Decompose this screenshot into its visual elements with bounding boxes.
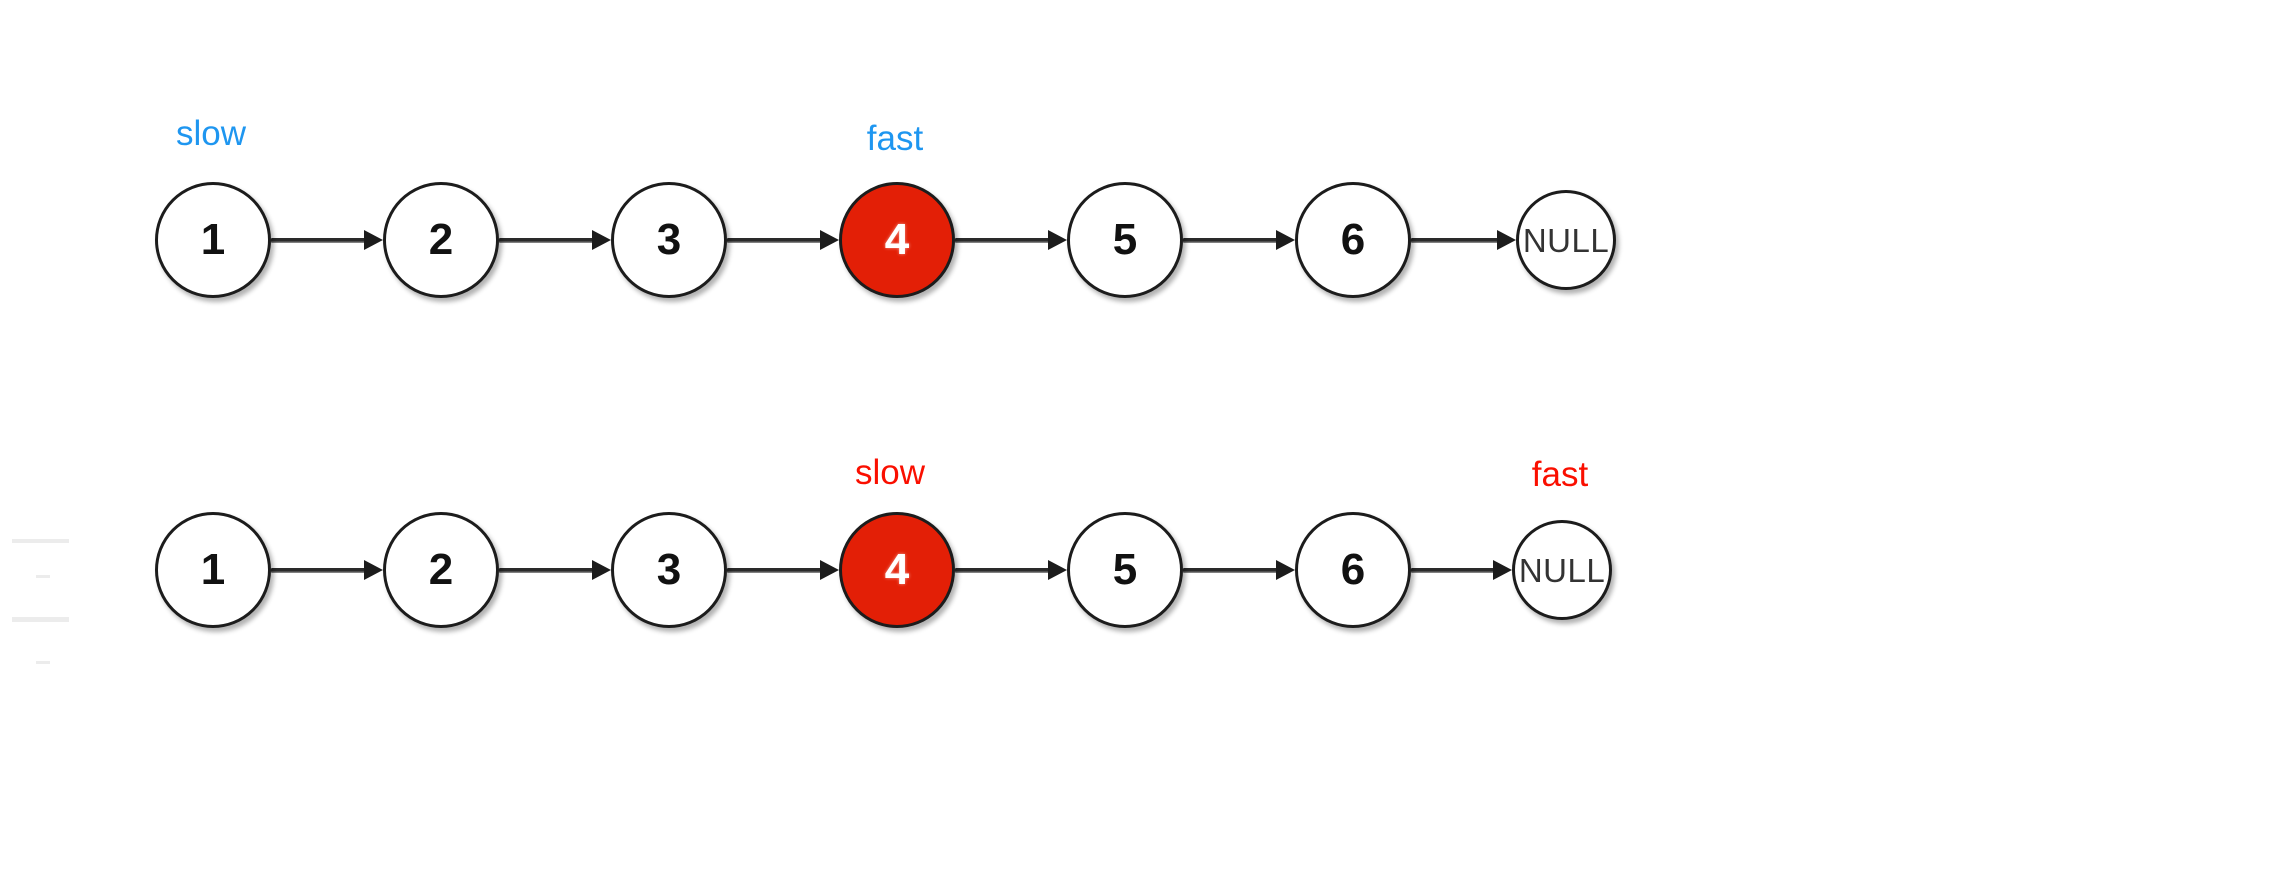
- arrow-shaft: [1411, 238, 1499, 243]
- linked-list-null-node[interactable]: NULL: [1512, 520, 1612, 620]
- node-value-label: 1: [200, 215, 226, 264]
- arrow-head-icon: [1493, 560, 1512, 580]
- linked-list-node[interactable]: 2: [383, 182, 499, 298]
- linked-list-node[interactable]: 2: [383, 512, 499, 628]
- node-value-label: NULL: [1518, 551, 1606, 589]
- node-value-label: 2: [428, 545, 454, 594]
- arrow-shaft: [1183, 238, 1278, 243]
- linked-list-node[interactable]: 6: [1295, 512, 1411, 628]
- arrow-shaft: [1183, 568, 1278, 573]
- linked-list-node[interactable]: 4: [839, 182, 955, 298]
- pointer-label-slow: slow: [175, 114, 247, 153]
- arrow-icon: [1183, 230, 1295, 250]
- node-value-label: 6: [1340, 215, 1366, 264]
- arrow-icon: [727, 230, 839, 250]
- arrow-shaft: [727, 568, 822, 573]
- arrow-shaft: [955, 568, 1050, 573]
- linked-list-node[interactable]: 1: [155, 182, 271, 298]
- node-value-label: 4: [884, 215, 910, 264]
- linked-list-node[interactable]: 6: [1295, 182, 1411, 298]
- pointer-label-slow: slow: [854, 453, 926, 492]
- arrow-icon: [955, 230, 1067, 250]
- linked-list-node[interactable]: 4: [839, 512, 955, 628]
- pointer-label-fast: fast: [1531, 455, 1589, 494]
- arrow-head-icon: [364, 560, 383, 580]
- scan-artifact: [36, 661, 50, 664]
- node-value-label: 3: [656, 215, 682, 264]
- arrow-icon: [1411, 560, 1512, 580]
- node-value-label: 2: [428, 215, 454, 264]
- arrow-head-icon: [592, 560, 611, 580]
- arrow-icon: [499, 230, 611, 250]
- arrow-shaft: [955, 238, 1050, 243]
- node-value-label: NULL: [1522, 221, 1610, 259]
- arrow-head-icon: [1497, 230, 1516, 250]
- arrow-icon: [1411, 230, 1516, 250]
- arrow-icon: [499, 560, 611, 580]
- arrow-shaft: [271, 238, 366, 243]
- arrow-head-icon: [364, 230, 383, 250]
- arrow-icon: [271, 230, 383, 250]
- node-value-label: 3: [656, 545, 682, 594]
- arrow-shaft: [499, 568, 594, 573]
- linked-list-node[interactable]: 3: [611, 512, 727, 628]
- arrow-icon: [955, 560, 1067, 580]
- arrow-head-icon: [1048, 560, 1067, 580]
- scan-artifact: [12, 539, 69, 543]
- arrow-head-icon: [820, 230, 839, 250]
- linked-list-node[interactable]: 3: [611, 182, 727, 298]
- node-value-label: 5: [1112, 215, 1138, 264]
- linked-list-node[interactable]: 5: [1067, 512, 1183, 628]
- pointer-label-fast: fast: [866, 119, 924, 158]
- linked-list-node[interactable]: 5: [1067, 182, 1183, 298]
- arrow-shaft: [1411, 568, 1495, 573]
- arrow-shaft: [499, 238, 594, 243]
- arrow-head-icon: [592, 230, 611, 250]
- arrow-head-icon: [820, 560, 839, 580]
- node-value-label: 6: [1340, 545, 1366, 594]
- arrow-icon: [271, 560, 383, 580]
- node-value-label: 5: [1112, 545, 1138, 594]
- arrow-head-icon: [1276, 230, 1295, 250]
- arrow-shaft: [271, 568, 366, 573]
- linked-list-node[interactable]: 1: [155, 512, 271, 628]
- scan-artifact: [12, 617, 69, 622]
- arrow-icon: [727, 560, 839, 580]
- scan-artifact: [36, 575, 50, 578]
- arrow-head-icon: [1048, 230, 1067, 250]
- arrow-head-icon: [1276, 560, 1295, 580]
- arrow-icon: [1183, 560, 1295, 580]
- arrow-shaft: [727, 238, 822, 243]
- linked-list-null-node[interactable]: NULL: [1516, 190, 1616, 290]
- node-value-label: 1: [200, 545, 226, 594]
- node-value-label: 4: [884, 545, 910, 594]
